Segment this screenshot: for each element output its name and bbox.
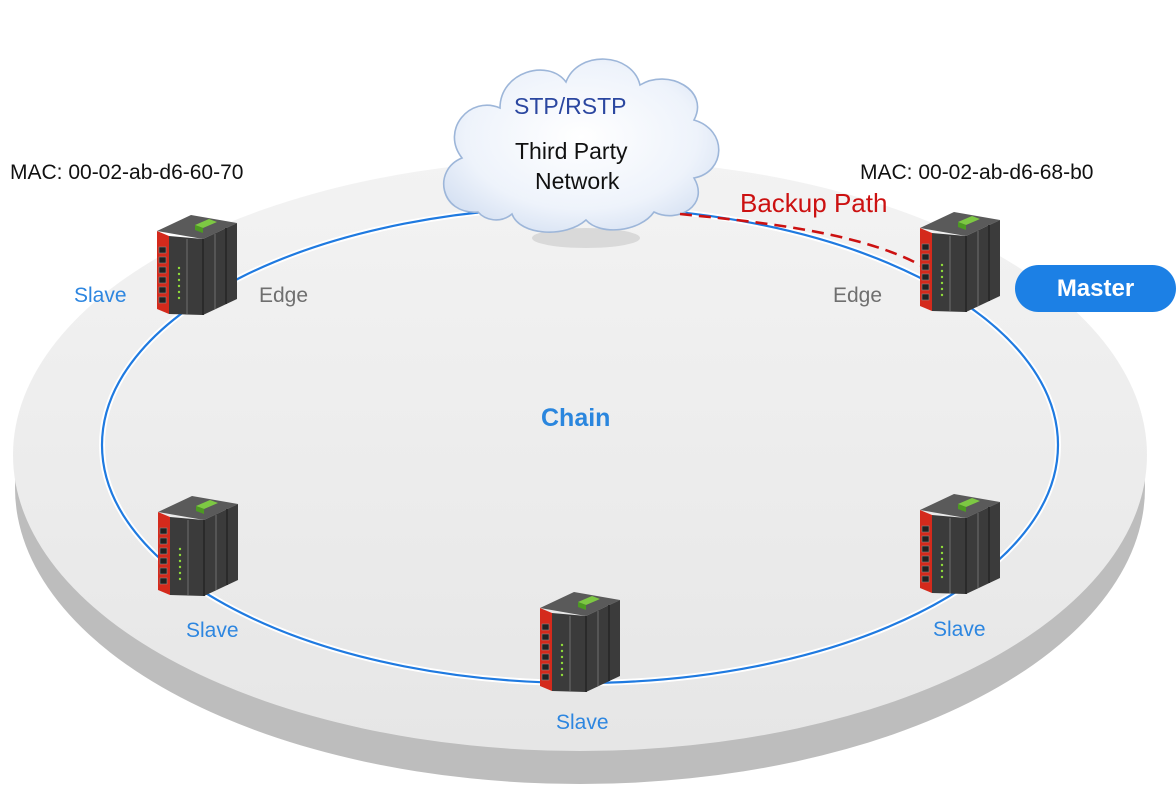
switch-edge-label: Edge [259, 284, 309, 307]
master-badge: Master [1015, 265, 1176, 312]
network-switch-icon [156, 214, 238, 316]
mac-address-left: MAC: 00-02-ab-d6-60-70 [10, 161, 244, 184]
backup-path-link [679, 212, 923, 268]
cloud-protocol-label: STP/RSTP [514, 93, 627, 119]
cloud-network-label-line2: Network [535, 168, 620, 194]
switch-role-label: Slave [556, 711, 609, 734]
cloud-icon [443, 58, 720, 248]
switch-role-label: Slave [186, 619, 239, 642]
switch-edge-label: Edge [833, 284, 883, 307]
network-switch-icon [157, 495, 239, 597]
network-switch-icon [919, 211, 1001, 313]
network-switch-icon [919, 493, 1001, 595]
switch-role-label: Slave [933, 618, 986, 641]
chain-label: Chain [541, 404, 611, 432]
cloud-network-label-line1: Third Party [515, 138, 628, 164]
switch-role-label: Slave [74, 284, 127, 307]
network-switch-icon [539, 591, 621, 693]
mac-address-right: MAC: 00-02-ab-d6-68-b0 [860, 161, 1094, 184]
backup-path-label: Backup Path [740, 188, 888, 218]
